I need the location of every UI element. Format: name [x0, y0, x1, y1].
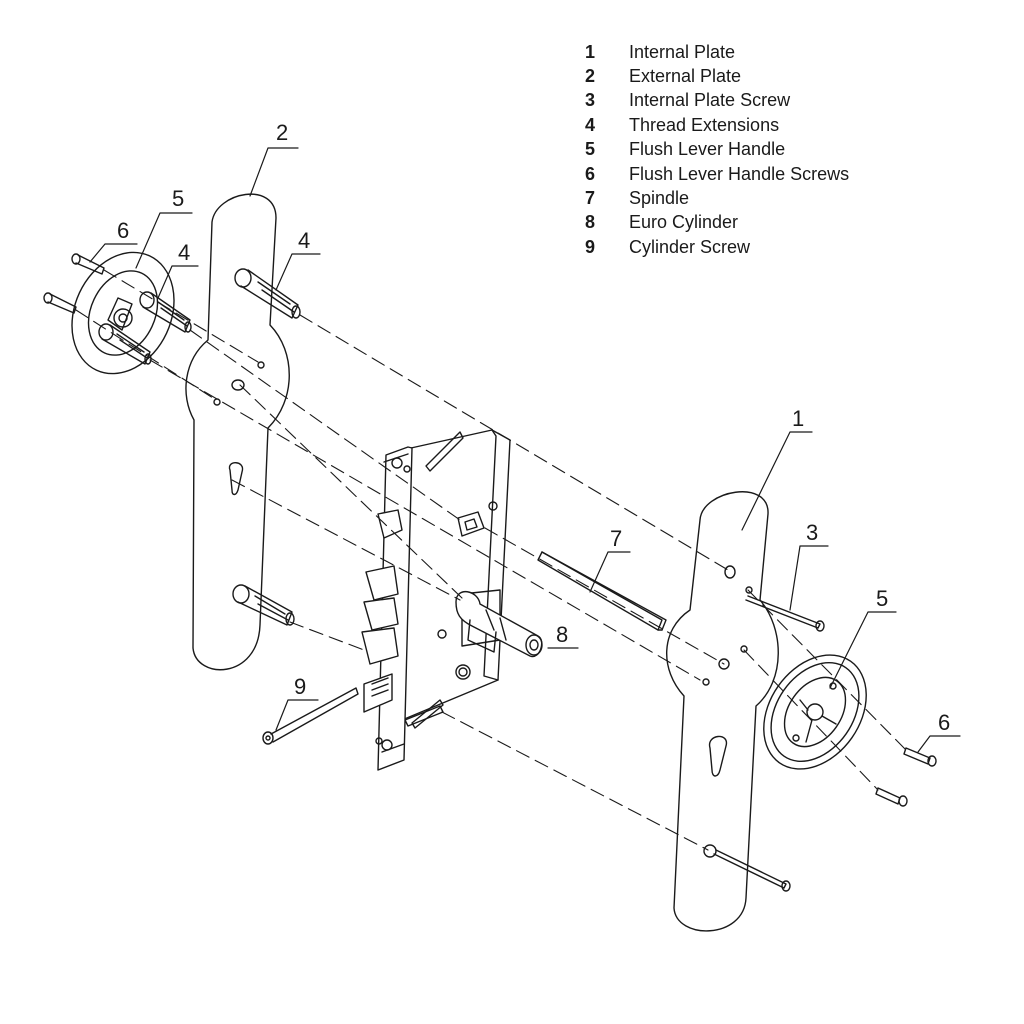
internal-plate-screws — [713, 595, 825, 892]
assembly-guide-lines — [75, 269, 907, 851]
callout-4-left: 4 — [178, 240, 190, 265]
thread-extensions-external — [232, 268, 301, 626]
parts-legend: 1 Internal Plate 2 External Plate 3 Inte… — [585, 40, 849, 260]
legend-row: 6 Flush Lever Handle Screws — [585, 162, 849, 186]
spindle — [537, 551, 667, 631]
legend-label: Flush Lever Handle — [629, 139, 786, 160]
callout-9: 9 — [294, 674, 306, 699]
legend-label: Spindle — [629, 188, 690, 209]
legend-label: Thread Extensions — [629, 114, 780, 135]
legend-row: 3 Internal Plate Screw — [585, 89, 849, 113]
callout-1: 1 — [792, 406, 804, 431]
legend-row: 7 Spindle — [585, 186, 849, 210]
callout-6-right: 6 — [938, 710, 950, 735]
thread-extensions-left — [98, 291, 192, 365]
callout-5-right: 5 — [876, 586, 888, 611]
internal-plate — [666, 491, 779, 932]
cylinder-screw — [262, 687, 359, 745]
callout-8: 8 — [556, 622, 568, 647]
legend-number: 6 — [585, 163, 596, 184]
legend-label: Internal Plate Screw — [629, 90, 791, 111]
callout-3: 3 — [806, 520, 818, 545]
external-plate — [185, 193, 290, 671]
legend-row: 2 External Plate — [585, 64, 849, 88]
internal-keyhole — [709, 735, 727, 777]
legend-number: 5 — [585, 139, 596, 160]
callout-6-left: 6 — [117, 218, 129, 243]
legend-row: 9 Cylinder Screw — [585, 235, 849, 259]
callout-7: 7 — [610, 526, 622, 551]
callout-5-left: 5 — [172, 186, 184, 211]
callout-4-mid: 4 — [298, 228, 310, 253]
external-keyhole — [228, 462, 244, 496]
legend-row: 4 Thread Extensions — [585, 113, 849, 137]
legend-row: 1 Internal Plate — [585, 40, 849, 64]
legend-number: 3 — [585, 90, 596, 111]
legend-row: 5 Flush Lever Handle — [585, 138, 849, 162]
callout-2: 2 — [276, 120, 288, 145]
legend-number: 7 — [585, 188, 596, 209]
mortise-lock-body — [361, 429, 511, 771]
legend-label: Internal Plate — [629, 41, 736, 62]
legend-label: External Plate — [629, 66, 742, 87]
legend-number: 4 — [585, 114, 596, 135]
legend-number: 9 — [585, 236, 596, 257]
legend-number: 2 — [585, 66, 596, 87]
euro-cylinder — [455, 591, 543, 658]
legend-label: Flush Lever Handle Screws — [629, 163, 850, 184]
legend-number: 1 — [585, 41, 596, 62]
right-handle-screws — [875, 747, 937, 807]
callout-leaders — [89, 147, 961, 753]
left-flush-lever-handle — [71, 251, 175, 375]
legend-row: 8 Euro Cylinder — [585, 211, 849, 235]
legend-label: Euro Cylinder — [629, 212, 739, 233]
legend-number: 8 — [585, 212, 596, 233]
legend-label: Cylinder Screw — [629, 236, 751, 257]
callout-numbers: 2 5 6 4 4 1 3 7 8 5 6 9 — [117, 120, 950, 735]
